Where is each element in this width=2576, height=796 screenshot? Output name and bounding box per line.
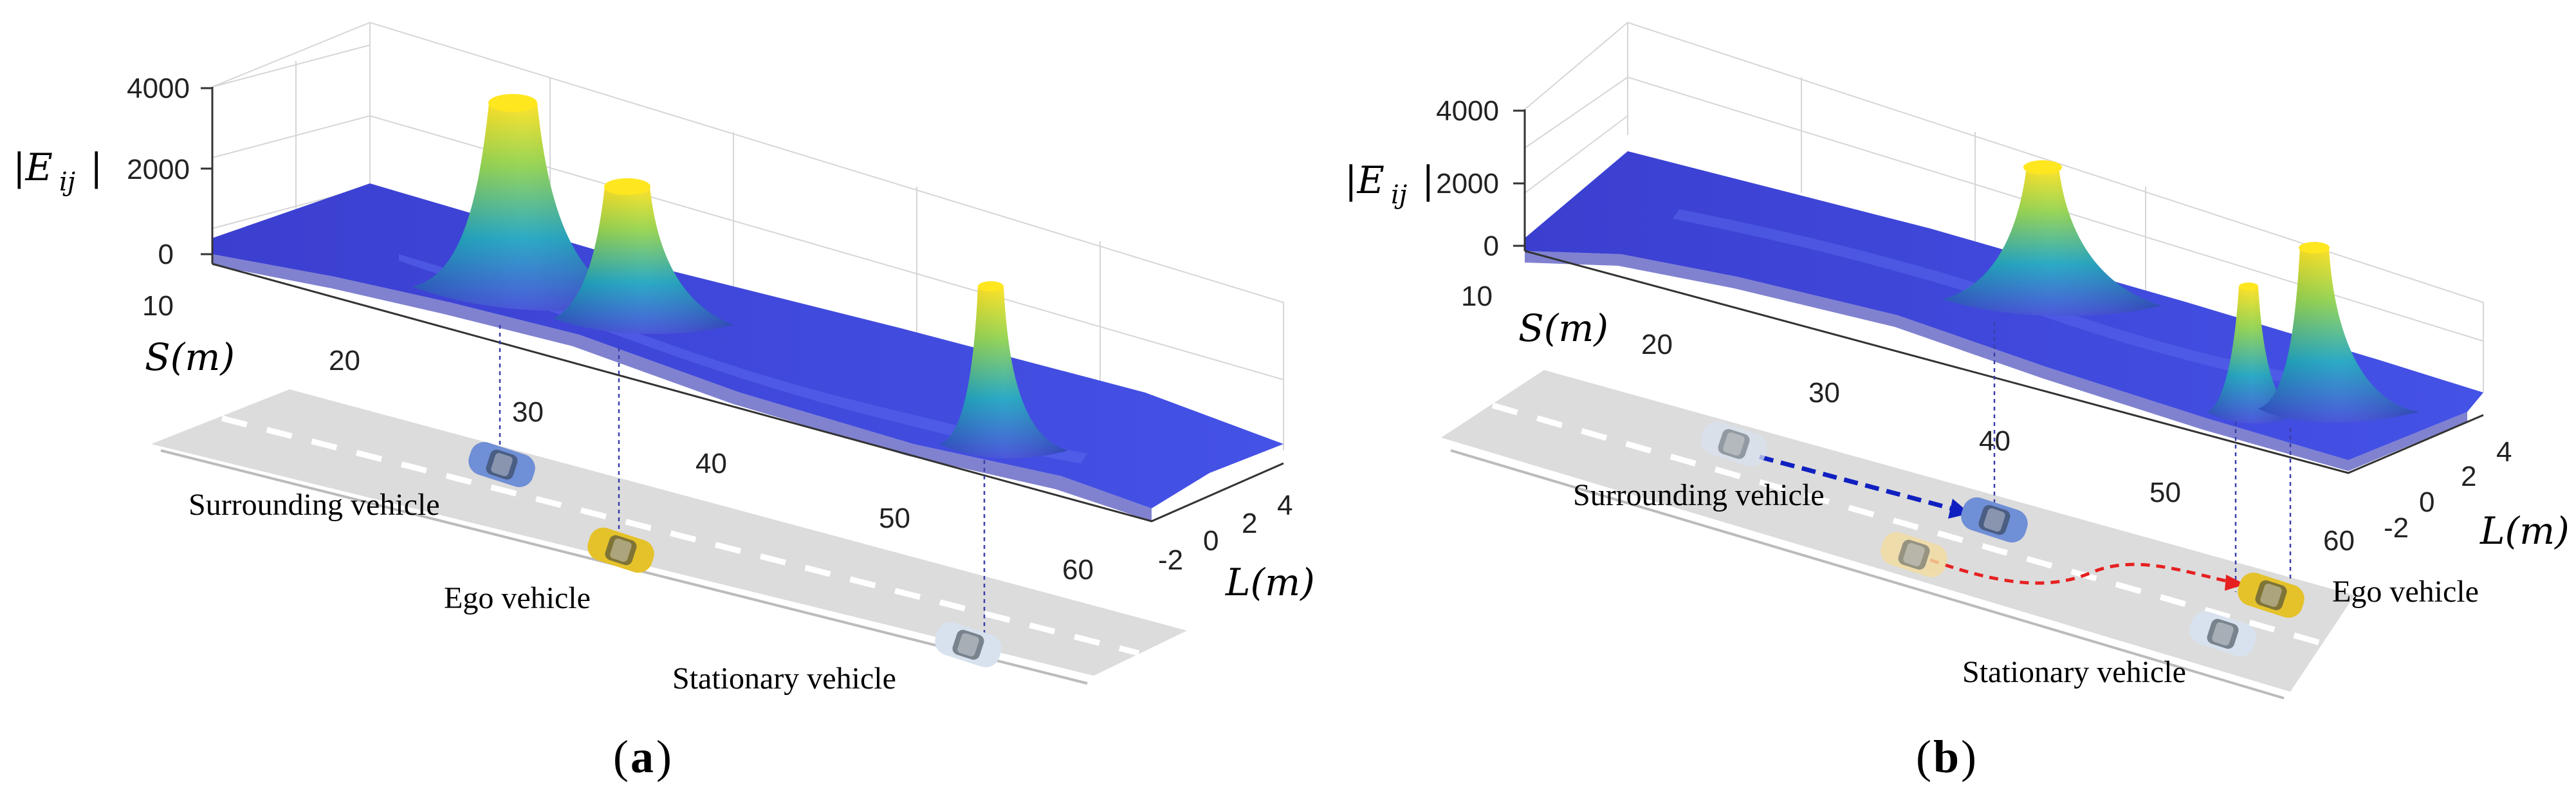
l-tick: 4: [1277, 490, 1293, 521]
z-tick: 0: [158, 239, 174, 270]
z-ticks-a: 4000 2000 0: [127, 73, 212, 270]
s-tick: 40: [695, 448, 727, 479]
peak-3: [939, 281, 1068, 459]
panel-a: 4000 2000 0 |E ij | 10 20 30 40 50 60 S(…: [13, 21, 1315, 782]
close-paren: ): [1961, 731, 1976, 782]
close-paren: ): [656, 731, 672, 782]
s-axis-label: S(m): [145, 335, 235, 379]
z-axis-label-a: |E ij |: [13, 145, 103, 197]
ego-path: [1929, 558, 2233, 585]
l-axis-label: L(m): [2479, 509, 2570, 553]
panel-label-a: ( a ): [613, 731, 672, 782]
peak-3: [2258, 242, 2419, 423]
z-tick: 4000: [1436, 95, 1499, 127]
z-axis-label: |E: [1345, 158, 1385, 202]
surrounding-path: [1759, 454, 1956, 512]
panel-letter: a: [630, 731, 654, 782]
z-axis-label: |E: [13, 145, 53, 189]
peak-2: [553, 178, 733, 334]
vehicle-label: Ego vehicle: [2332, 575, 2479, 609]
vehicle-label: Surrounding vehicle: [189, 488, 440, 522]
z-tick: 4000: [127, 73, 190, 104]
l-tick: 2: [1242, 508, 1257, 539]
z-axis-bar: |: [90, 145, 103, 189]
l-ticks-b: -2 0 2 4: [2384, 436, 2512, 544]
z-axis-bar: |: [1422, 158, 1435, 202]
l-tick: 0: [1203, 525, 1219, 557]
vehicle-label: Surrounding vehicle: [1573, 478, 1825, 512]
panel-letter: b: [1933, 731, 1959, 782]
z-axis-subscript: ij: [59, 167, 75, 197]
s-tick: 20: [329, 345, 360, 376]
s-tick: 20: [1641, 329, 1673, 360]
s-tick: 30: [512, 396, 544, 428]
s-tick: 60: [1062, 554, 1094, 586]
s-tick: 60: [2323, 525, 2355, 557]
z-axis-subscript: ij: [1391, 180, 1407, 210]
l-tick: -2: [2384, 512, 2409, 544]
z-axis-label-b: |E ij |: [1345, 158, 1435, 210]
z-tick: 2000: [127, 154, 190, 185]
z-tick: 0: [1484, 230, 1499, 262]
z-tick: 2000: [1436, 168, 1499, 199]
panel-b: 4000 2000 0 |E ij | 10 20 30 40 50 60 S(…: [1345, 21, 2570, 782]
vehicle-label: Stationary vehicle: [1962, 655, 2186, 689]
vehicle-label: Ego vehicle: [444, 581, 591, 615]
l-ticks-a: -2 0 2 4: [1158, 490, 1293, 576]
panel-label-b: ( b ): [1916, 731, 1976, 782]
open-paren: (: [613, 731, 629, 782]
z-ticks-b: 4000 2000 0: [1436, 95, 1525, 262]
s-ticks-b: 10 20 30 40 50 60: [1461, 281, 2355, 557]
l-tick: -2: [1158, 544, 1183, 576]
vehicle-label: Stationary vehicle: [672, 662, 896, 696]
l-tick: 2: [2461, 461, 2476, 492]
s-tick: 10: [1461, 281, 1493, 312]
open-paren: (: [1916, 731, 1931, 782]
s-tick: 30: [1808, 377, 1840, 409]
l-tick: 4: [2496, 436, 2512, 468]
s-tick: 50: [2149, 477, 2181, 508]
l-tick: 0: [2419, 486, 2434, 518]
peak-1: [1943, 160, 2162, 317]
peak-2: [2207, 282, 2297, 423]
road-b: [1441, 370, 2355, 699]
peak-1: [412, 94, 634, 311]
s-ticks-a: 10 20 30 40 50 60: [142, 290, 1094, 586]
l-axis-label: L(m): [1225, 560, 1315, 604]
s-axis-label: S(m): [1518, 306, 1608, 350]
s-tick: 50: [879, 503, 910, 534]
s-tick: 10: [142, 290, 174, 322]
